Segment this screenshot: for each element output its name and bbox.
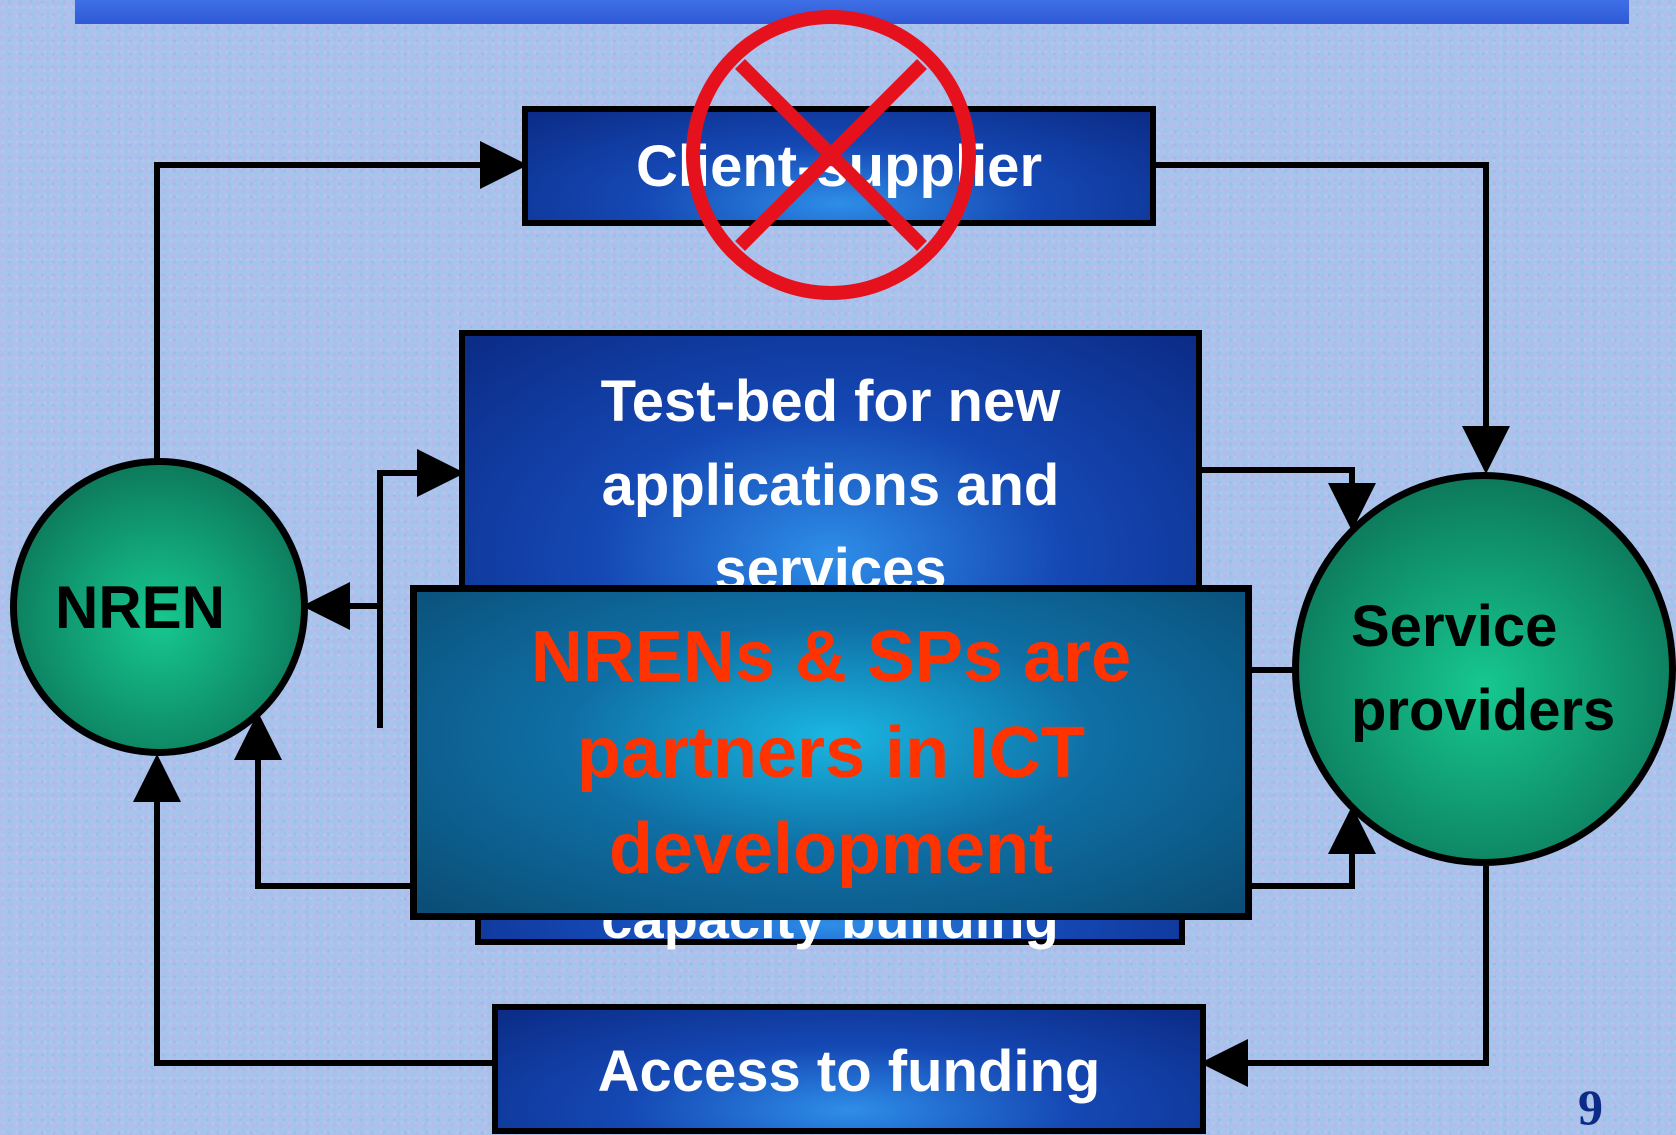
partners-callout-text: NRENs & SPs are partners in ICT developm…: [530, 616, 1132, 889]
arrow-client-supplier-to-sp: [1156, 162, 1510, 474]
nren-node: NREN: [10, 458, 308, 756]
arrow-lower-into-nren: [234, 712, 410, 889]
nren-label: NREN: [55, 573, 226, 641]
funding-box: Access to funding: [492, 1004, 1206, 1134]
arrow-into-testbed: [377, 449, 465, 728]
service-providers-node: Service providers: [1292, 472, 1676, 866]
prohibition-icon: [686, 10, 976, 300]
service-providers-label: Service providers: [1351, 594, 1616, 743]
testbed-label: Test-bed for new applications and servic…: [600, 369, 1061, 602]
funding-label: Access to funding: [597, 1039, 1101, 1104]
arrow-nren-to-client-supplier: [154, 141, 528, 460]
testbed-box: Test-bed for new applications and servic…: [459, 330, 1202, 602]
partners-callout: NRENs & SPs are partners in ICT developm…: [410, 585, 1252, 920]
page-number: 9: [1578, 1079, 1603, 1135]
arrow-testbed-to-sp: [1202, 467, 1376, 531]
arrow-funding-to-nren: [133, 754, 492, 1066]
arrow-lower-into-sp: [1252, 806, 1376, 889]
arrow-sp-to-funding: [1200, 866, 1489, 1087]
